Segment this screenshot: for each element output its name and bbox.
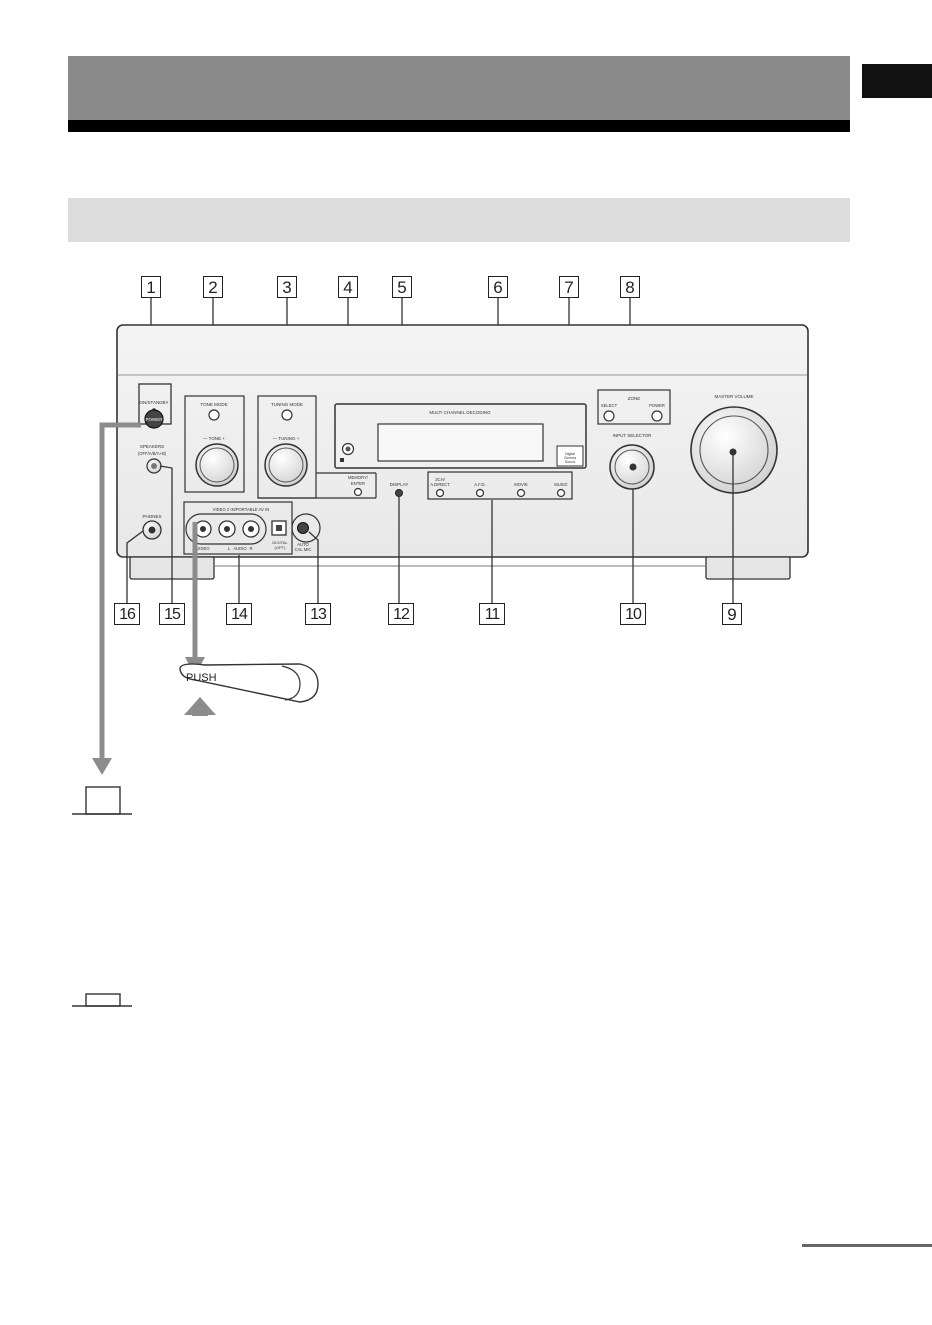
svg-text:ON/STANDBY: ON/STANDBY <box>140 400 169 405</box>
power-callout-box <box>85 786 121 815</box>
callout-5: 5 <box>392 276 412 298</box>
right-foot <box>705 556 791 580</box>
svg-text:AUTO: AUTO <box>297 542 309 547</box>
svg-text:INPUT SELECTOR: INPUT SELECTOR <box>613 433 653 438</box>
callout-9: 9 <box>722 603 742 625</box>
callout-11: 11 <box>479 603 505 625</box>
svg-text:CAL MIC: CAL MIC <box>295 547 312 552</box>
svg-text:MASTER VOLUME: MASTER VOLUME <box>714 394 753 399</box>
display-screen <box>377 423 544 462</box>
zone-select-button[interactable] <box>603 410 615 422</box>
2ch-adirect-button[interactable] <box>435 488 445 498</box>
auto-cal-mic-jack[interactable] <box>297 522 309 534</box>
callout-14: 14 <box>226 603 252 625</box>
callout-4: 4 <box>338 276 358 298</box>
callout-6: 6 <box>488 276 508 298</box>
music-button[interactable] <box>556 488 566 498</box>
header-rule <box>68 120 850 132</box>
svg-text:POWER: POWER <box>649 403 665 408</box>
callout-10: 10 <box>620 603 646 625</box>
tone-knob[interactable] <box>195 443 239 487</box>
callout-3: 3 <box>277 276 297 298</box>
callout-2: 2 <box>203 276 223 298</box>
tuning-mode-button[interactable] <box>281 409 293 421</box>
svg-text:A.F.D.: A.F.D. <box>474 482 485 487</box>
svg-text:Cinema: Cinema <box>564 456 576 460</box>
bottom-leader-lines <box>126 455 734 603</box>
svg-text:MULTI CHANNEL DECODING: MULTI CHANNEL DECODING <box>429 410 491 415</box>
movie-button[interactable] <box>516 488 526 498</box>
side-tab <box>862 64 932 98</box>
svg-text:POWER: POWER <box>145 417 163 422</box>
afd-button[interactable] <box>475 488 485 498</box>
push-cover <box>179 663 319 703</box>
display-button[interactable] <box>395 489 403 497</box>
svg-text:MEMORY/: MEMORY/ <box>348 475 369 480</box>
header-bar <box>68 56 850 120</box>
callout-13: 13 <box>305 603 331 625</box>
power-button[interactable] <box>144 409 164 429</box>
memory-enter-button[interactable] <box>353 487 363 497</box>
push-label: PUSH <box>186 672 217 684</box>
svg-text:DISPLAY: DISPLAY <box>390 482 409 487</box>
svg-text:PHONES: PHONES <box>142 514 161 519</box>
zone-power-button[interactable] <box>651 410 663 422</box>
callout-8: 8 <box>620 276 640 298</box>
svg-text:Digital: Digital <box>565 452 575 456</box>
svg-text:DIGITAL: DIGITAL <box>272 540 288 545</box>
callout-16: 16 <box>114 603 140 625</box>
svg-text:(OPT): (OPT) <box>275 545 287 550</box>
svg-text:SPEAKERS: SPEAKERS <box>140 444 164 449</box>
svg-text:TONE MODE: TONE MODE <box>200 402 227 407</box>
svg-text:R: R <box>249 546 252 551</box>
svg-text:MUSIC: MUSIC <box>554 482 568 487</box>
callout-7: 7 <box>559 276 579 298</box>
svg-text:— TUNING +: — TUNING + <box>273 436 300 441</box>
svg-text:2CH/: 2CH/ <box>435 477 445 482</box>
callout-1: 1 <box>141 276 161 298</box>
footer-rule <box>802 1244 932 1247</box>
svg-text:ENTER: ENTER <box>351 481 365 486</box>
callout-15: 15 <box>159 603 185 625</box>
svg-text:SELECT: SELECT <box>601 403 618 408</box>
power-arrow <box>99 422 141 760</box>
svg-text:ZONE: ZONE <box>628 396 641 401</box>
cover-callout-box <box>85 993 121 1007</box>
svg-text:A.DIRECT: A.DIRECT <box>430 482 450 487</box>
svg-text:VIDEO 2 IN/PORTABLE AV IN: VIDEO 2 IN/PORTABLE AV IN <box>213 507 270 512</box>
svg-text:L: L <box>228 546 231 551</box>
callout-12: 12 <box>388 603 414 625</box>
svg-text:(OFF/A/B/A+B): (OFF/A/B/A+B) <box>138 451 167 456</box>
section-bar <box>68 198 850 242</box>
tone-mode-button[interactable] <box>208 409 220 421</box>
tuning-knob[interactable] <box>264 443 308 487</box>
svg-text:— TONE +: — TONE + <box>203 436 225 441</box>
svg-text:MOVIE: MOVIE <box>514 482 528 487</box>
svg-text:VIDEO: VIDEO <box>196 546 210 551</box>
svg-text:Sound: Sound <box>565 460 575 464</box>
svg-text:TUNING MODE: TUNING MODE <box>271 402 303 407</box>
svg-text:AUDIO: AUDIO <box>233 546 247 551</box>
